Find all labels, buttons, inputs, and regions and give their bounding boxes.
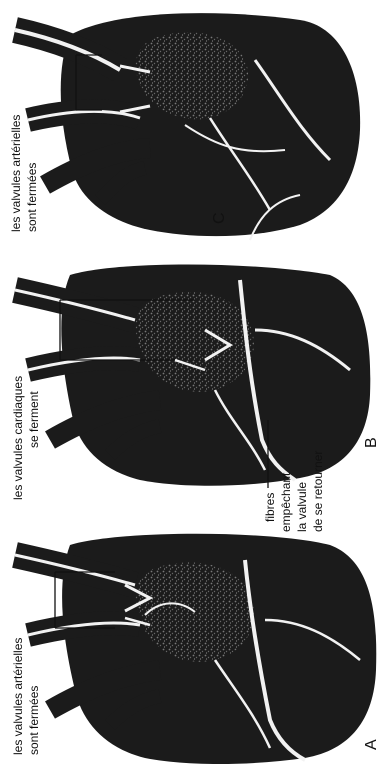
panel-b-fiber-line-2: empêchant [279,472,293,532]
panel-b-fiber-line-3: la valvule [295,482,309,532]
panel-b-fiber-line-4: de se retourner [311,451,325,532]
panel-a-letter: A [363,739,380,750]
panel-b-label-line-2: se ferment [27,391,41,448]
panel-c-letter: C [211,212,228,224]
panel-b-label-line-1: les valvules cardiaques [11,376,25,500]
panel-a-heart [15,534,376,764]
panel-b-fiber-line-1: fibres [263,493,277,522]
panel-a: les valvules artérielles sont fermées A [11,534,380,764]
panel-c-heart [15,13,360,240]
panel-c: les valvules artérielles sont fermées C [9,13,360,240]
panel-b: les valvules cardiaques se ferment fibre… [11,264,380,532]
panel-b-letter: B [363,437,380,448]
panel-a-label-line-2: sont fermées [27,686,41,755]
panel-a-label-line-1: les valvules artérielles [11,638,25,755]
panel-c-label-line-2: sont fermées [25,163,39,232]
panel-c-label-line-1: les valvules artérielles [9,115,23,232]
